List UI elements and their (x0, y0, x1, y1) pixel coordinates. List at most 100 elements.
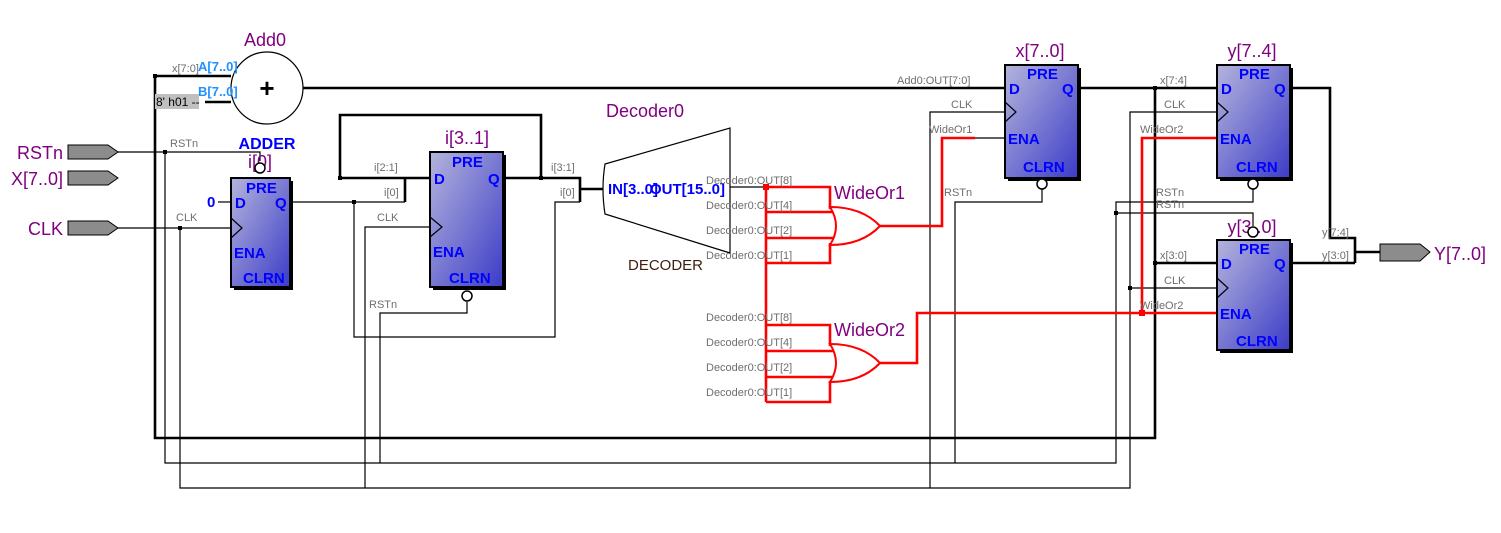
gate-name: WideOr1 (834, 183, 905, 203)
register-y30[interactable]: y[3..0] PRE D Q ENA CLRN (1216, 217, 1293, 353)
input-pin-rstn[interactable]: RSTn (17, 143, 119, 163)
pre-inverter-bubble (254, 162, 266, 174)
adder-body (230, 51, 304, 125)
red-or1-in1[interactable] (766, 243, 832, 265)
register-name: i[0] (248, 152, 272, 172)
adder-add0[interactable]: Add0 + A[7..0] B[7..0] 8' h01 -- ADDER (155, 30, 304, 153)
clrn-inverter-bubble (1247, 178, 1259, 190)
wires-thin (118, 111, 1254, 489)
clock-input-icon (1004, 101, 1017, 123)
port-q: Q (1274, 81, 1286, 98)
input-pin-x[interactable]: X[7..0] (11, 169, 119, 189)
gate-name: WideOr2 (834, 320, 905, 340)
decoder-port-in: IN[3..0] (608, 181, 658, 198)
decoder-decoder0[interactable]: Decoder0 IN[3..0] OUT[15..0] DECODER (602, 101, 731, 274)
wire-clk-bus[interactable] (179, 111, 1217, 489)
wire-label: CLK (1164, 99, 1186, 111)
wire-label: WideOr1 (929, 124, 972, 136)
wire-label: y[3:0] (1322, 250, 1349, 262)
red-or1-in8[interactable] (766, 185, 832, 209)
wire-label: RSTn (1156, 199, 1184, 211)
wire-clk-x[interactable] (929, 111, 1005, 488)
register-body (429, 151, 504, 288)
wire-rstn-i31[interactable] (379, 302, 468, 463)
red-or1-out[interactable] (880, 136, 975, 228)
wire-rstn-y30[interactable] (1116, 212, 1254, 226)
input-pin-label: RSTn (17, 143, 63, 163)
wire-label: Decoder0:OUT[2] (706, 225, 792, 237)
register-body (1216, 64, 1291, 179)
red-or2-in8[interactable] (766, 323, 832, 346)
wire-i0-feed[interactable] (353, 201, 580, 338)
wire-label: Decoder0:OUT[8] (706, 175, 792, 187)
wire-clk-i31[interactable] (364, 226, 430, 488)
or-gate-wideor2[interactable]: WideOr2 (828, 320, 905, 384)
wires-highlighted (764, 136, 1217, 404)
wire-rstn[interactable] (118, 151, 261, 161)
or-gate-icon (828, 342, 882, 384)
junction-dot (1139, 310, 1145, 316)
clock-input-icon (429, 216, 443, 238)
junction-dot (1153, 261, 1157, 265)
d-constant: 0 (207, 194, 215, 211)
wire-label: x[7:4] (1160, 75, 1187, 87)
wire-label: RSTn (1156, 187, 1184, 199)
bus-i31-q[interactable] (503, 176, 582, 202)
register-y74[interactable]: y[7..4] PRE D Q ENA CLRN (1216, 41, 1293, 190)
wire-label: x[3:0] (1160, 250, 1187, 262)
or-gate-wideor1[interactable]: WideOr1 (828, 183, 905, 247)
bus-y74-q[interactable] (1290, 86, 1357, 263)
junction-dots (153, 74, 1157, 316)
register-body (1004, 64, 1079, 179)
register-x[interactable]: x[7..0] PRE D Q ENA CLRN (1004, 41, 1081, 190)
port-pre: PRE (1239, 66, 1270, 83)
output-pin-y[interactable]: Y[7..0] (1379, 243, 1486, 264)
register-name: x[7..0] (1015, 41, 1064, 61)
junction-dot (153, 74, 157, 78)
wire-labels: x[7:0] RSTn CLK i[2:1] i[0] CLK RSTn i[3… (170, 63, 1349, 399)
register-name: i[3..1] (445, 128, 489, 148)
port-d: D (1221, 81, 1232, 98)
input-pin-clk[interactable]: CLK (28, 219, 119, 239)
port-pre: PRE (452, 154, 483, 171)
decoder-port-out: OUT[15..0] (650, 181, 725, 198)
wire-rstn-x[interactable] (954, 189, 1043, 463)
port-ena: ENA (1220, 306, 1252, 323)
red-or2-to-y74[interactable] (1140, 136, 1217, 313)
register-i0[interactable]: i[0] PRE D Q ENA CLRN 0 (207, 152, 293, 290)
wire-rstn-bus[interactable] (164, 152, 1254, 464)
adder-port-a: A[7..0] (198, 59, 238, 74)
output-pin-shape (1379, 243, 1431, 262)
port-clrn: CLRN (1023, 159, 1065, 176)
bus-x-feedback[interactable] (153, 74, 1157, 440)
wires-bus (153, 74, 1380, 440)
port-q: Q (1062, 81, 1074, 98)
clock-input-icon (1216, 277, 1229, 299)
bus-i31-loop[interactable] (338, 113, 543, 178)
port-q: Q (488, 171, 500, 188)
register-body (230, 177, 291, 288)
wire-label: CLK (176, 212, 198, 224)
decoder-name: Decoder0 (606, 101, 684, 121)
adder-constant-b: 8' h01 -- (156, 95, 200, 109)
junction-dot (1114, 211, 1118, 215)
register-i31[interactable]: i[3..1] PRE D Q ENA CLRN (429, 128, 506, 302)
junction-dot (163, 150, 167, 154)
port-d: D (1009, 81, 1020, 98)
input-pin-label: X[7..0] (11, 169, 63, 189)
junction-dot (178, 226, 182, 230)
input-pin-shape (67, 144, 119, 160)
junction-dot (352, 200, 356, 204)
red-or2-in1[interactable] (766, 381, 832, 404)
adder-port-b: B[7..0] (198, 84, 238, 99)
wire-label: RSTn (369, 299, 397, 311)
clock-input-icon (230, 217, 243, 239)
register-name: y[7..4] (1227, 41, 1276, 61)
wire-label: CLK (377, 212, 399, 224)
register-body (1216, 239, 1291, 351)
wire-label: y[7:4] (1322, 227, 1349, 239)
red-or2-out[interactable] (880, 311, 1217, 365)
decoder-body (602, 127, 731, 254)
output-pin-label: Y[7..0] (1434, 244, 1486, 264)
